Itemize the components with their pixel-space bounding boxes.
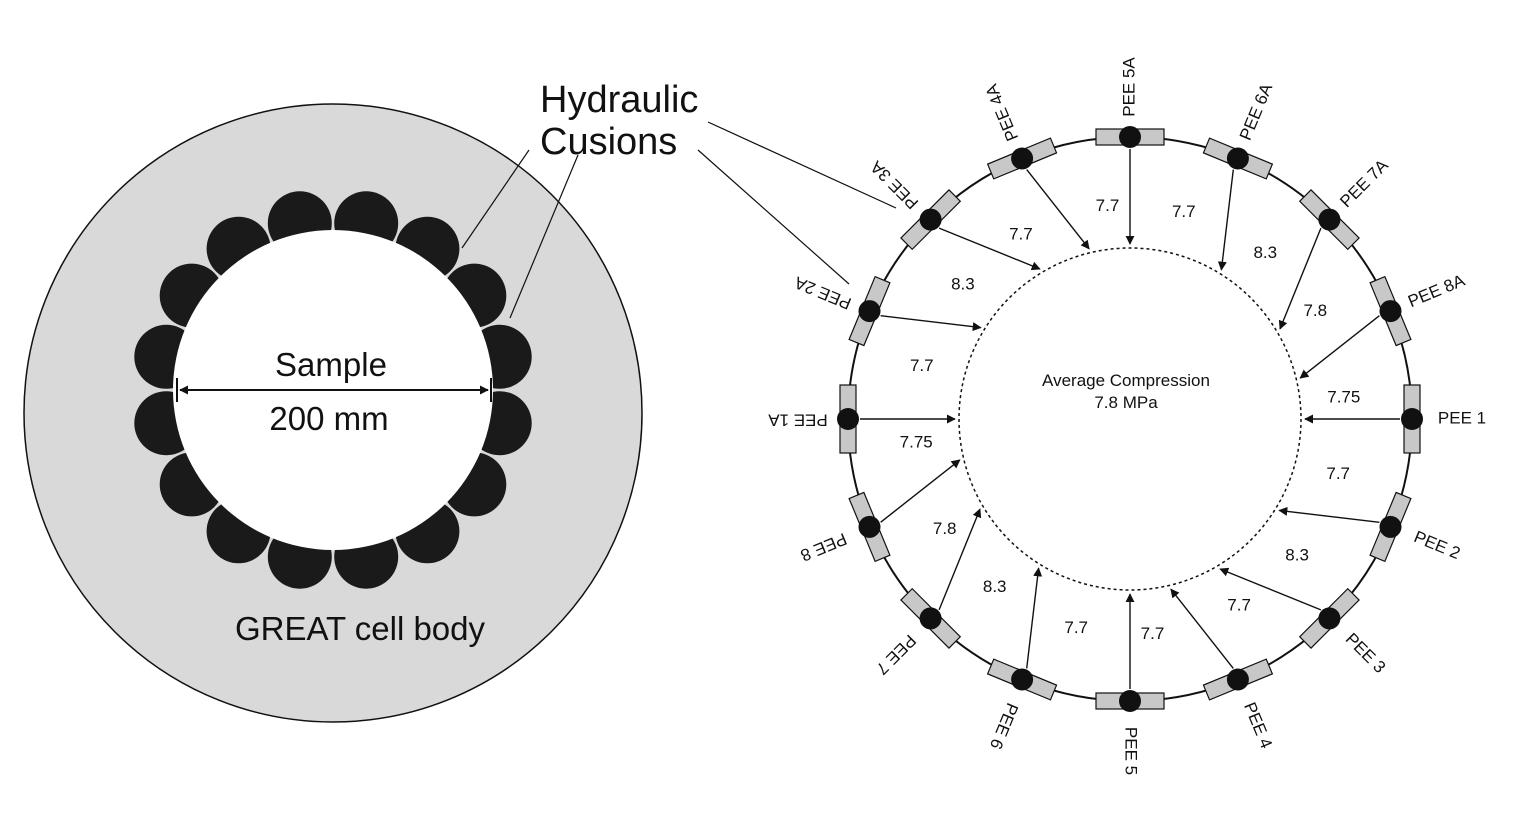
great-cell-cross-section: Hydraulic Cusions Sample 200 mm GREAT ce… [23,79,698,723]
sensor-label: PEE 4A [982,81,1023,144]
pressure-value: 7.75 [1327,388,1360,407]
pressure-arrow [1278,506,1380,523]
pressure-value: 7.7 [1326,464,1350,483]
cushion-leader-line-right [707,121,897,209]
pressure-value: 7.7 [1227,595,1251,614]
hydraulic-label: Hydraulic [540,79,698,121]
sensor-dot [1226,668,1249,691]
pressure-value: 8.3 [1253,243,1277,262]
sensor-dot [1119,126,1141,148]
pressure-arrow [1278,227,1322,330]
sensor-label: PEE 6A [1236,80,1277,143]
average-compression-value: 7.8 MPa [1094,393,1158,412]
sensor-dot [1318,208,1341,231]
sample-label: Sample [275,346,387,383]
sensor-label: PEE 7A [1336,155,1392,211]
sensor-dot [1119,690,1141,712]
pressure-value: 7.7 [1009,225,1033,244]
diameter-label: 200 mm [269,400,388,437]
pressure-arrow [1170,588,1234,669]
sensor-label: PEE 6 [986,700,1022,752]
sensor-dot [858,515,881,538]
sensor-label: PEE 4 [1240,699,1276,751]
sensor-dot [919,208,942,231]
cell-body-label: GREAT cell body [235,610,486,647]
pressure-value: 8.3 [983,577,1007,596]
sensor-label: PEE 5A [1119,57,1138,117]
pressure-value: 8.3 [1285,545,1309,564]
pressure-arrow [880,459,961,523]
pressure-value: 7.7 [910,356,934,375]
cushion-leader-line [461,149,530,249]
pressure-value: 7.8 [933,519,957,538]
sensor-label: PEE 3A [866,157,922,213]
sensor-label: PEE 2A [791,272,854,313]
sensor-label: PEE 7 [872,631,920,679]
sensor-label: PEE 1A [768,411,828,430]
pressure-arrow [1026,169,1090,250]
sensor-dot [1011,147,1034,170]
pressure-value: 7.7 [1096,196,1120,215]
pressure-arrow [938,508,982,611]
cushion-leader-line [509,154,579,319]
sensor-label: PEE 8 [798,529,850,565]
sample-boundary-dashed [958,247,1302,591]
pressure-arrow [1026,567,1043,669]
cushion-leader-line-right [697,149,850,285]
pressure-arrow [1299,315,1380,379]
cushions-label: Cusions [540,121,677,163]
pressure-value: 7.7 [1141,624,1165,643]
sensor-label: PEE 8A [1405,271,1468,312]
sensor-dot [837,408,859,430]
pressure-value: 7.7 [1172,202,1196,221]
sensor-label: PEE 2 [1411,527,1463,563]
sensor-dot [1379,515,1402,538]
pressure-arrow [938,227,1041,271]
pressure-arrow [1217,169,1234,271]
sensor-dot [1226,147,1249,170]
sensor-label: PEE 5 [1122,727,1141,775]
sensor-label: PEE 1 [1438,408,1486,427]
sensor-dot [1379,300,1402,323]
sensor-dot [858,300,881,323]
sensor-dot [1401,408,1423,430]
sensor-dot [1011,668,1034,691]
sensor-dot [1318,607,1341,630]
average-compression-label: Average Compression [1042,371,1210,390]
pressure-value: 8.3 [951,275,975,294]
sensor-dot [919,607,942,630]
sensor-label: PEE 3 [1342,629,1390,677]
pressure-arrow [880,315,982,332]
pressure-value: 7.7 [1064,618,1088,637]
pressure-arrow [1219,567,1322,611]
pressure-value: 7.75 [900,433,933,452]
pressure-value: 7.8 [1303,301,1327,320]
